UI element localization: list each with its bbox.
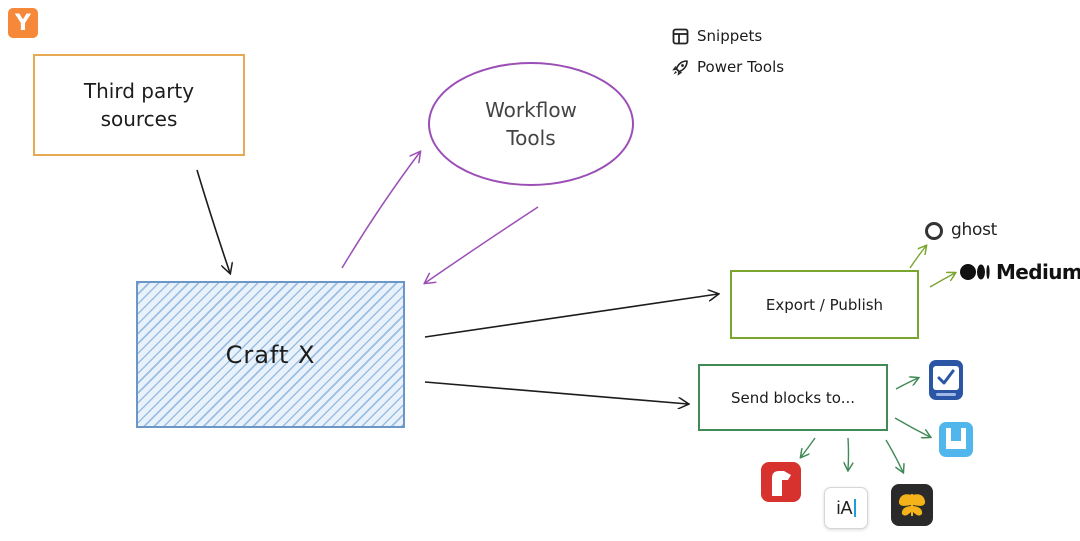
arrow-craft-to-send [424,381,688,404]
ia-writer-label: iA [836,497,853,518]
node-label: Craft X [225,340,316,369]
task-app-icon [929,360,963,400]
send-blocks-node: Send blocks to... [698,364,888,431]
arrow-send-to-ulysses [885,439,903,472]
legend-power-tools: Power Tools [672,58,784,76]
snippets-icon [672,28,689,44]
bear-app-icon [761,462,801,502]
legend-label: Snippets [697,27,763,45]
arrow-export-to-medium [929,273,955,288]
things-app-icon [939,422,973,457]
workflow-tools-node: Workflow Tools [428,62,634,186]
node-label-line: Workflow [485,98,577,122]
arrow-third-party-to-craft [196,169,230,273]
export-publish-node: Export / Publish [730,270,919,339]
arrow-send-to-ia-writer [848,437,849,470]
node-label: Send blocks to... [730,388,856,407]
medium-logo-icon [960,264,990,280]
legend-snippets: Snippets [672,27,762,45]
node-label-line: Tools [506,126,556,150]
craft-x-node: Craft X [136,281,405,428]
rocket-icon [672,59,688,76]
ulysses-app-icon [891,484,933,526]
medium-brand-label: Medium [996,260,1080,284]
arrow-craft-to-workflow [341,152,420,269]
y-logo-icon: Y [8,8,38,38]
arrow-craft-to-export [424,294,718,338]
ia-writer-app-icon: iA [824,487,868,529]
node-label-line: sources [100,107,178,131]
arrow-export-to-ghost [909,246,926,269]
ghost-brand-label: ghost [951,220,997,240]
arrow-send-to-things [894,417,930,437]
arrow-workflow-to-craft [425,206,539,283]
arrow-send-to-bear [801,437,816,457]
legend-label: Power Tools [697,58,785,76]
ghost-logo-icon [925,222,943,240]
node-label-line: Third party [83,79,195,103]
arrow-send-to-taskheat [895,378,918,390]
cursor-icon [853,499,856,517]
node-label: Export / Publish [765,295,884,314]
third-party-sources-node: Third party sources [33,54,245,156]
